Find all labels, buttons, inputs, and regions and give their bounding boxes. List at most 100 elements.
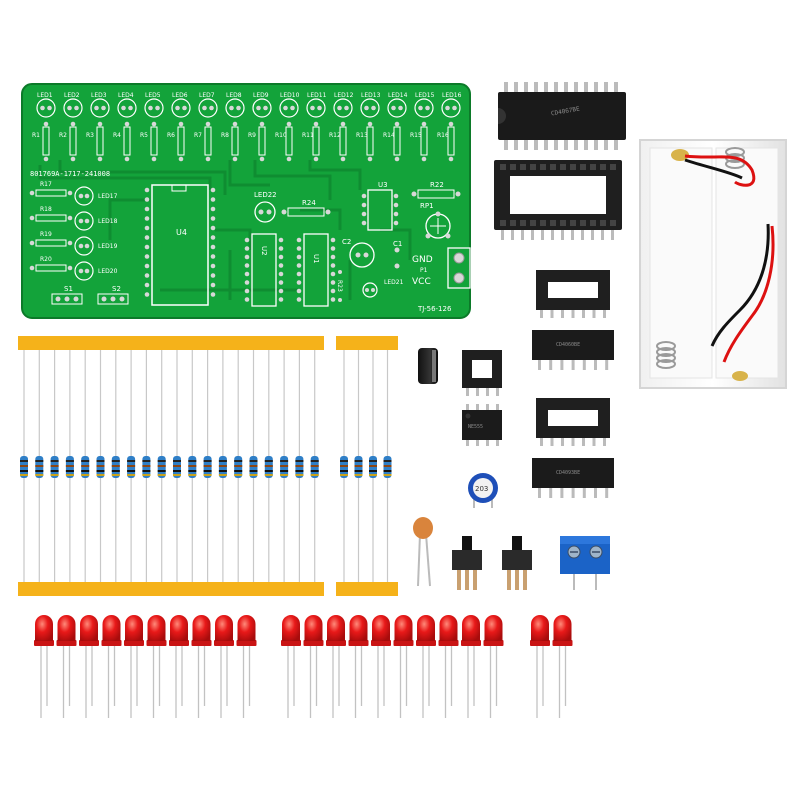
dip14-socket-b (536, 398, 610, 446)
svg-text:LED21: LED21 (384, 279, 404, 286)
axial-resistor (127, 350, 136, 582)
red-led (483, 615, 504, 718)
pcb-left-resistor-label: R19 (40, 231, 52, 238)
trimmer-potentiometer: 203 (468, 473, 498, 508)
pcb-left-resistor: R18 (29, 206, 73, 222)
pcb-switch-s2: S2 (97, 285, 129, 305)
pcb-resistor-footprint: R16 (437, 121, 455, 162)
pcb-resistor-label: R11 (302, 132, 314, 139)
pcb-resistor-label: R3 (86, 132, 94, 139)
pcb-resistor-footprint: R15 (410, 121, 428, 162)
pcb-resistor-label: R14 (383, 132, 395, 139)
axial-resistor (65, 350, 74, 582)
pcb-led-footprint: LED16 (441, 92, 462, 118)
pcb-led-label: LED7 (199, 92, 215, 99)
red-led (530, 615, 550, 718)
red-led (169, 615, 189, 718)
axial-resistor (35, 350, 44, 582)
axial-resistor (142, 350, 151, 582)
pcb-ic-u4: U4 (144, 184, 216, 306)
battery-holder (639, 139, 787, 389)
red-led (79, 615, 99, 718)
red-led (56, 615, 77, 718)
red-led (326, 615, 346, 718)
pcb-led-footprint: LED9 (252, 92, 272, 118)
svg-text:U1: U1 (312, 254, 320, 264)
pcb-led-label: LED1 (37, 92, 53, 99)
pcb-led-label: LED6 (172, 92, 188, 99)
pcb-left-resistor-label: R18 (40, 206, 52, 213)
ceramic-capacitor (413, 517, 433, 587)
axial-resistor (188, 350, 197, 582)
pcb-led-label: LED8 (226, 92, 242, 99)
pcb-led-footprint: LED15 (414, 92, 435, 118)
pcb-left-led-label: LED17 (98, 193, 118, 200)
red-leds (34, 615, 573, 718)
axial-resistor (310, 350, 319, 582)
red-led (371, 615, 391, 718)
pcb-resistor-footprint: R11 (302, 121, 320, 162)
pcb-led-label: LED15 (415, 92, 435, 99)
red-led (101, 615, 122, 718)
big-ic-chip: CD4067BE (498, 82, 626, 150)
red-led (416, 615, 436, 718)
svg-text:C2: C2 (342, 238, 351, 246)
p1-label: P1 (420, 267, 428, 274)
pcb-resistor-footprint: R8 (221, 121, 239, 162)
pcb-led-footprint: LED14 (387, 92, 408, 118)
pcb-led-label: LED3 (91, 92, 107, 99)
svg-text:U3: U3 (378, 181, 388, 189)
dip14-chip-b: CD4093BE (532, 458, 614, 498)
pcb-left-led: LED17 (74, 186, 118, 206)
pcb-led-footprint: LED1 (36, 92, 56, 118)
pcb-r23: R23 (336, 270, 343, 302)
pcb-serial-code: 801769A-1717-241008 (30, 170, 110, 178)
svg-text:S1: S1 (64, 285, 73, 293)
axial-resistor (96, 350, 105, 582)
pcb-resistor-footprint: R2 (59, 121, 77, 162)
pcb-left-led-label: LED20 (98, 268, 118, 275)
pcb-led-footprint: LED10 (279, 92, 300, 118)
pcb-resistor-label: R5 (140, 132, 148, 139)
axial-resistor (111, 350, 120, 582)
pcb-left-led: LED18 (74, 211, 118, 231)
pcb-trimmer-rp1: RP1 (420, 202, 451, 239)
svg-text:C1: C1 (393, 240, 402, 248)
pcb-resistor-label: R6 (167, 132, 175, 139)
axial-resistor (20, 350, 28, 582)
pcb-left-led-label: LED18 (98, 218, 118, 225)
pcb-resistor-label: R13 (356, 132, 368, 139)
svg-text:LED22: LED22 (254, 191, 277, 199)
axial-resistor (234, 350, 243, 582)
pcb-resistor-label: R16 (437, 132, 449, 139)
resistor-strip-b (336, 336, 398, 596)
axial-resistor (280, 350, 289, 582)
axial-resistor (295, 350, 304, 582)
pcb-cap-c2: C2 (342, 238, 375, 268)
red-led (303, 615, 324, 718)
pcb-resistor-label: R9 (248, 132, 256, 139)
slide-switch-2 (502, 536, 532, 590)
dip8-socket (462, 350, 502, 396)
vcc-label: VCC (412, 277, 431, 287)
axial-resistor (81, 350, 90, 582)
pcb-resistor-footprint: R1 (32, 121, 50, 162)
svg-text:CD4067BE: CD4067BE (551, 105, 581, 117)
pcb-led-label: LED2 (64, 92, 80, 99)
svg-text:CD4060BE: CD4060BE (556, 342, 580, 348)
pcb-led-label: LED4 (118, 92, 134, 99)
pcb-left-resistor: R17 (29, 181, 73, 197)
pcb-ic-u3: U3 (361, 181, 399, 231)
pcb-led-label: LED13 (361, 92, 381, 99)
pcb-board-id: TJ-56-126 (417, 305, 452, 313)
pcb-power-connector: GND P1 VCC (412, 247, 471, 289)
pcb-led-footprint: LED5 (144, 92, 164, 118)
red-led (461, 615, 481, 718)
axial-resistor (218, 350, 227, 582)
pcb-resistor-label: R2 (59, 132, 67, 139)
pcb-resistor-footprint: R13 (356, 121, 374, 162)
pcb-resistor-label: R8 (221, 132, 229, 139)
red-led (281, 615, 301, 718)
